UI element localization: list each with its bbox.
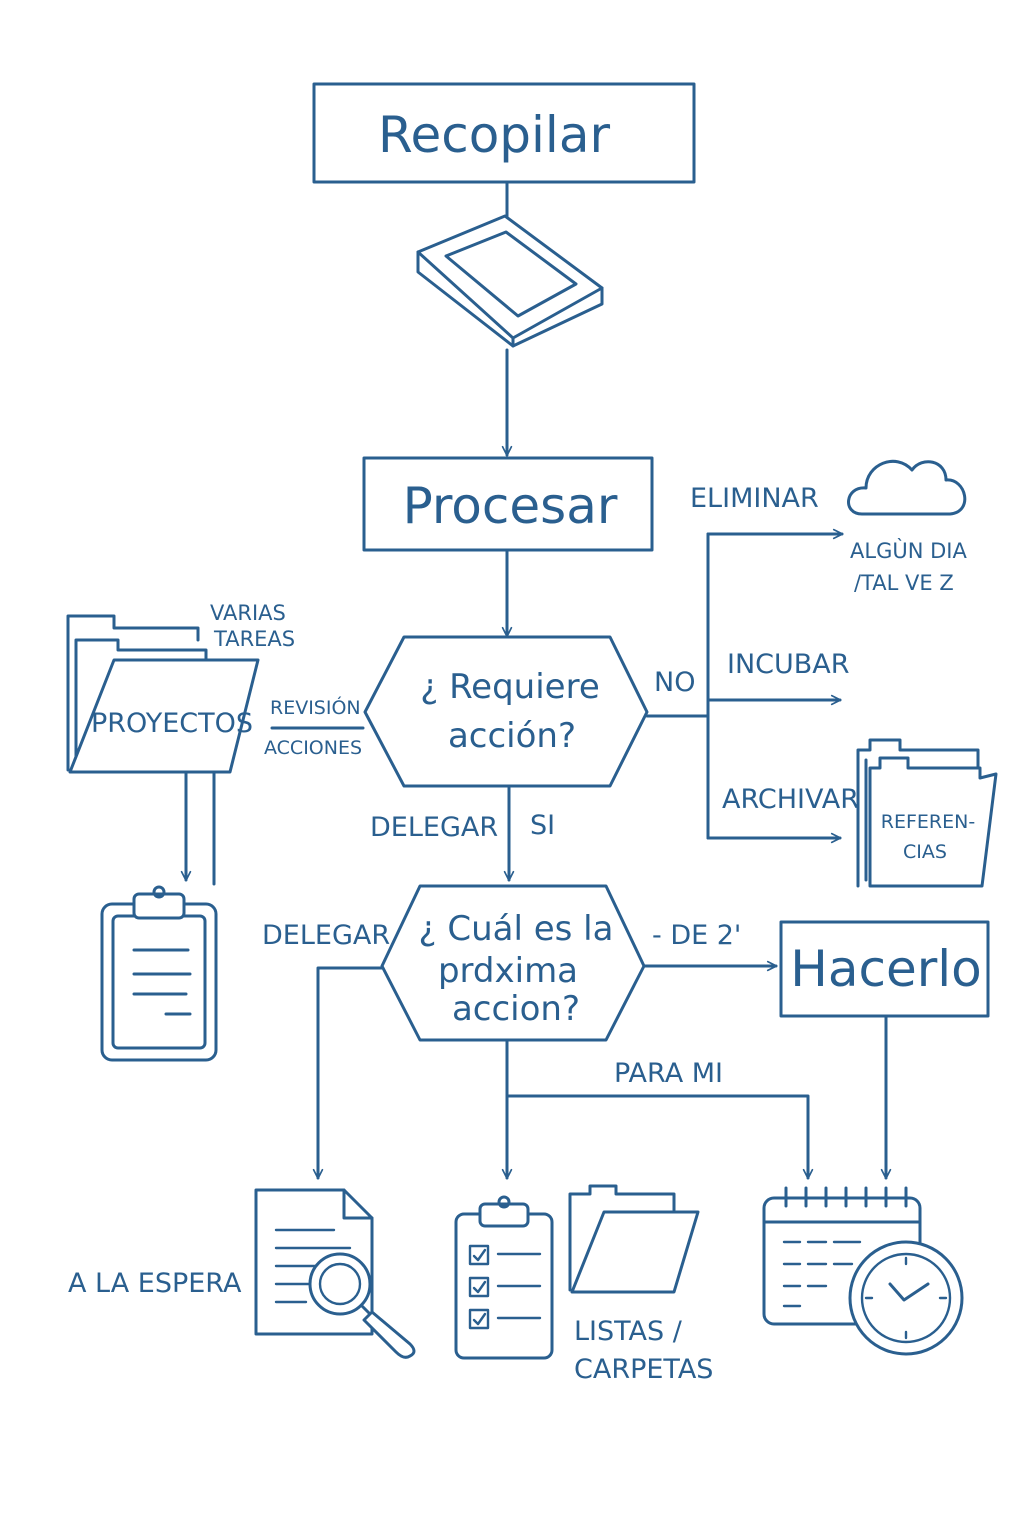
decision-action-line1: ¿ Requiere (420, 667, 600, 707)
waiting-label: A LA ESPERA (68, 1268, 242, 1299)
calendar-clock-icon (762, 1186, 964, 1356)
references-folder-icon: REFEREN- CIAS (856, 738, 998, 888)
delegate-arrow (312, 966, 384, 1180)
collect-label: Recopilar (378, 106, 610, 164)
delete-label: ELIMINAR (690, 483, 819, 514)
yes-label: SI (530, 810, 555, 841)
decision-next-line1: ¿ Cuál es la (419, 909, 614, 949)
references-label-line1: REFEREN- (881, 811, 975, 833)
do-it-node: Hacerlo (779, 920, 990, 1018)
delegate-left-label: DELEGAR (262, 920, 390, 951)
lists-label-line2: CARPETAS (574, 1354, 713, 1385)
projects-folder-icon: PROYECTOS (66, 614, 260, 774)
action-required-decision: ¿ Requiere acción? (363, 635, 649, 788)
someday-label-line1: ALGÙN DIA (850, 538, 967, 563)
decision-next-line3: accion? (452, 989, 580, 1029)
cloud-icon (847, 459, 967, 516)
decision-next-line2: prdxima (438, 951, 578, 991)
incubate-label: INCUBAR (727, 649, 850, 680)
for-me-arrow (505, 1094, 814, 1180)
someday-label-line2: /TAL VE Z (854, 571, 954, 595)
document-search-icon (254, 1188, 416, 1359)
process-label: Procesar (403, 477, 618, 535)
lists-folder-icon (568, 1184, 700, 1294)
archive-label: ARCHIVAR (722, 784, 859, 815)
review-label-line1: REVISIÓN (270, 695, 361, 719)
inbox-tray-icon (416, 214, 604, 348)
multiple-tasks-line2: TAREAS (213, 627, 295, 651)
next-action-decision: ¿ Cuál es la prdxima accion? (380, 884, 646, 1042)
checklist-clipboard-icon (454, 1195, 554, 1360)
less-than-two-label: - DE 2' (652, 920, 741, 951)
collect-node: Recopilar (312, 82, 696, 184)
no-branch: NO ELIMINAR INCUBAR ARCHIVAR (645, 483, 859, 844)
review-connector: REVISIÓN ACCIONES (264, 695, 365, 759)
references-label-line2: CIAS (903, 841, 947, 863)
do-it-label: Hacerlo (790, 940, 982, 998)
projects-label: PROYECTOS (91, 708, 253, 739)
review-label-line2: ACCIONES (264, 737, 362, 759)
no-label: NO (654, 667, 695, 698)
projects-clipboard-icon (100, 885, 218, 1062)
process-node: Procesar (362, 456, 654, 552)
multiple-tasks-line1: VARIAS (210, 601, 286, 625)
decision-action-line2: acción? (448, 716, 576, 756)
delegate-top-label: DELEGAR (370, 812, 498, 843)
lists-label-line1: LISTAS / (574, 1316, 683, 1347)
for-me-label: PARA MI (614, 1058, 723, 1089)
